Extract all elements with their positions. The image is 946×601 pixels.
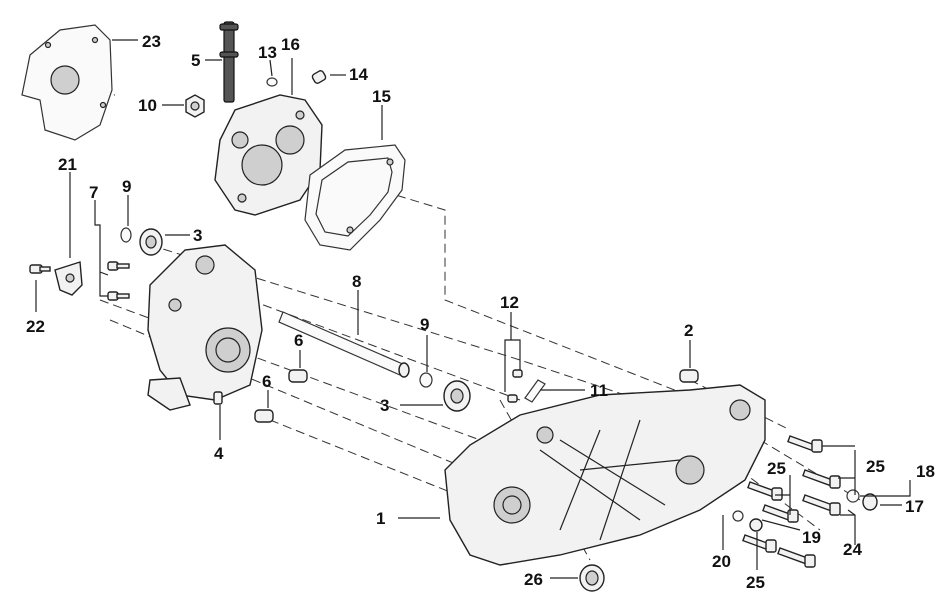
bolts-right-part bbox=[742, 435, 841, 568]
bearing-3-upper-part bbox=[139, 228, 163, 256]
oring-9-lower-part bbox=[419, 372, 433, 388]
gear-cover-part bbox=[214, 94, 323, 216]
callout-24: 24 bbox=[843, 540, 862, 559]
cover-plate-part bbox=[21, 24, 113, 141]
dowel-2-part bbox=[679, 369, 699, 383]
callout-9-upper: 9 bbox=[122, 177, 131, 196]
callout-11: 11 bbox=[590, 381, 608, 400]
oring-9-upper-part bbox=[120, 227, 132, 243]
callout-19: 19 bbox=[802, 528, 821, 547]
callout-17: 17 bbox=[905, 497, 924, 516]
bolt-22-part bbox=[29, 264, 51, 274]
dowel-6-lower-part bbox=[254, 409, 274, 423]
kick-shaft-part bbox=[219, 21, 239, 103]
pin-part bbox=[311, 70, 327, 84]
callout-23: 23 bbox=[142, 32, 161, 51]
callout-14: 14 bbox=[349, 65, 368, 84]
bracket-part bbox=[54, 261, 83, 296]
callout-6-lower: 6 bbox=[262, 372, 271, 391]
callout-10: 10 bbox=[138, 96, 157, 115]
callout-9-lower: 9 bbox=[420, 315, 429, 334]
callout-labels: 23 5 13 16 14 15 10 21 7 9 3 22 8 6 6 4 … bbox=[26, 32, 935, 592]
callout-1: 1 bbox=[376, 509, 385, 528]
bearing-3-lower-part bbox=[443, 380, 471, 412]
dowel-6-upper-part bbox=[288, 369, 308, 383]
callout-4: 4 bbox=[214, 444, 224, 463]
callout-8: 8 bbox=[352, 272, 361, 291]
callout-13: 13 bbox=[258, 43, 277, 62]
callout-20: 20 bbox=[712, 552, 731, 571]
callout-21: 21 bbox=[58, 155, 77, 174]
callout-18: 18 bbox=[916, 462, 935, 481]
main-crankcase-part bbox=[444, 384, 766, 566]
gasket-part bbox=[304, 144, 406, 251]
callout-25-lower: 25 bbox=[746, 573, 765, 592]
callout-5: 5 bbox=[191, 51, 200, 70]
plug-17-part bbox=[862, 493, 878, 511]
shaft-8-part bbox=[278, 311, 410, 378]
seal-26-part bbox=[579, 564, 605, 592]
clamp-11-part bbox=[524, 379, 546, 403]
clip-part bbox=[266, 77, 278, 87]
washer-20-part bbox=[732, 510, 763, 532]
callout-22: 22 bbox=[26, 317, 45, 336]
callout-16: 16 bbox=[281, 35, 300, 54]
washer-18-part bbox=[846, 489, 860, 503]
bolts-7-part bbox=[107, 261, 130, 301]
callout-3-lower: 3 bbox=[380, 396, 389, 415]
callout-12: 12 bbox=[500, 293, 519, 312]
callout-25-upper: 25 bbox=[866, 457, 885, 476]
callout-2: 2 bbox=[684, 321, 693, 340]
pin-4-part bbox=[213, 391, 223, 405]
callout-7: 7 bbox=[89, 183, 98, 202]
callout-25-middle: 25 bbox=[767, 459, 786, 478]
bolts-12-part bbox=[507, 369, 523, 403]
nut-part bbox=[185, 94, 205, 118]
callout-3-upper: 3 bbox=[193, 226, 202, 245]
callout-26: 26 bbox=[524, 570, 543, 589]
callout-15: 15 bbox=[372, 87, 391, 106]
left-case-part bbox=[147, 244, 263, 411]
leader-lines bbox=[35, 39, 911, 579]
callout-6-upper: 6 bbox=[294, 331, 303, 350]
